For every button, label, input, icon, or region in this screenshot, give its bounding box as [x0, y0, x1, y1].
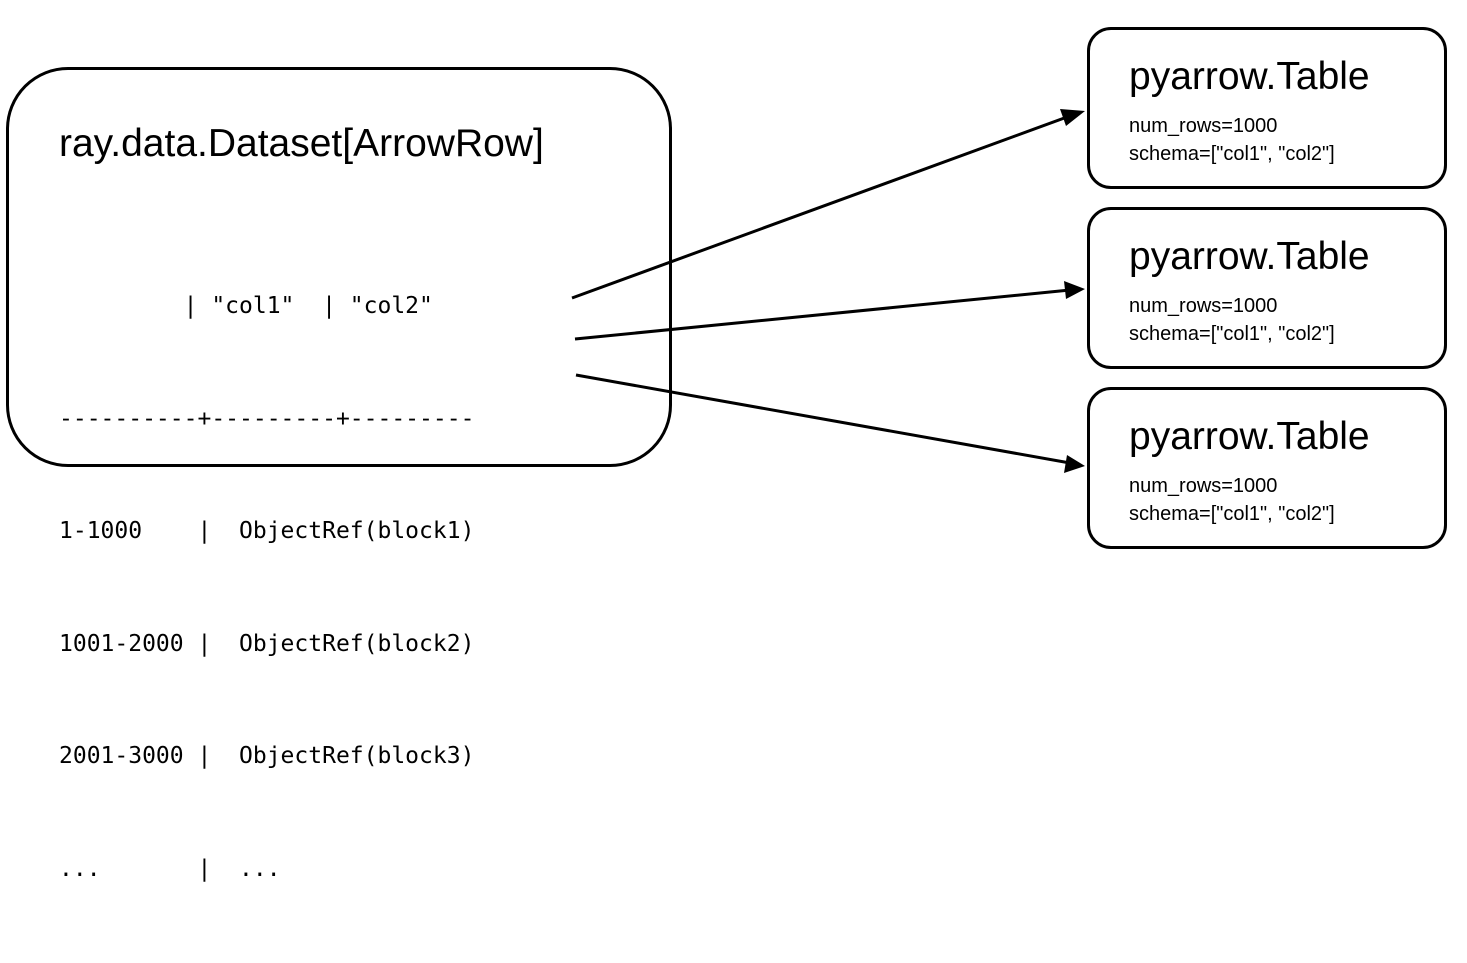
num-rows-label: num_rows=1000 — [1129, 475, 1278, 497]
schema-label: schema=["col1", "col2"] — [1129, 503, 1335, 525]
table-row-block2: 1001-2000 | ObjectRef(block2) — [59, 630, 475, 657]
arrows-layer — [571, 109, 1085, 473]
arrowhead-block3 — [1064, 455, 1085, 473]
table-header-row: | "col1" | "col2" — [59, 293, 433, 319]
pyarrow-table-title: pyarrow.Table — [1129, 235, 1370, 278]
pyarrow-table-box-3: pyarrow.Table num_rows=1000 schema=["col… — [1087, 387, 1447, 549]
pyarrow-table-title: pyarrow.Table — [1129, 415, 1370, 458]
num-rows-label: num_rows=1000 — [1129, 295, 1278, 317]
num-rows-label: num_rows=1000 — [1129, 115, 1278, 137]
pyarrow-table-title: pyarrow.Table — [1129, 55, 1370, 98]
arrow-block1 — [571, 111, 1079, 300]
dataset-title: ray.data.Dataset[ArrowRow] — [59, 122, 544, 165]
arrowhead-block1 — [1060, 109, 1085, 126]
pyarrow-table-box-2: pyarrow.Table num_rows=1000 schema=["col… — [1087, 207, 1447, 369]
arrow-block3 — [575, 373, 1071, 465]
arrowhead-block2 — [1064, 281, 1085, 299]
table-row-block1: 1-1000 | ObjectRef(block1) — [59, 518, 475, 544]
schema-label: schema=["col1", "col2"] — [1129, 143, 1335, 165]
dataset-box: ray.data.Dataset[ArrowRow] | "col1" | "c… — [6, 67, 672, 882]
table-row-block3: 2001-3000 | ObjectRef(block3) — [59, 743, 475, 769]
table-row-ellipsis: ... | ... — [59, 855, 281, 882]
pyarrow-table-box-1: pyarrow.Table num_rows=1000 schema=["col… — [1087, 27, 1447, 189]
arrow-block2 — [574, 288, 1071, 341]
table-separator-row: ----------+---------+--------- — [59, 405, 475, 432]
schema-label: schema=["col1", "col2"] — [1129, 323, 1335, 345]
